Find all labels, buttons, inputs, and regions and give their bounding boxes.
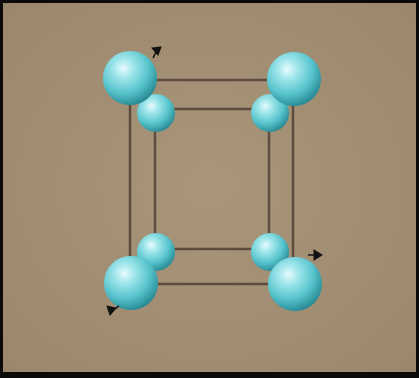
scene-canvas [3,3,416,372]
atom-front-top-left [103,51,157,105]
atom-front-bottom-left [104,256,158,310]
unit-cell-illustration [3,3,416,372]
arrow-top-left-head-icon [151,46,162,56]
atom-front-bottom-right [268,257,322,311]
atom-back-top-right [251,94,289,132]
arrow-bottom-left [106,305,120,316]
arrow-bottom-left-head-icon [106,305,117,316]
arrow-top-left [151,46,162,59]
scene-background [3,3,416,372]
arrow-bottom-right [308,249,323,261]
atom-front-top-right [267,52,321,106]
atom-back-top-left [137,94,175,132]
arrow-bottom-right-head-icon [313,249,323,261]
atom-back-bottom-right [251,233,289,271]
